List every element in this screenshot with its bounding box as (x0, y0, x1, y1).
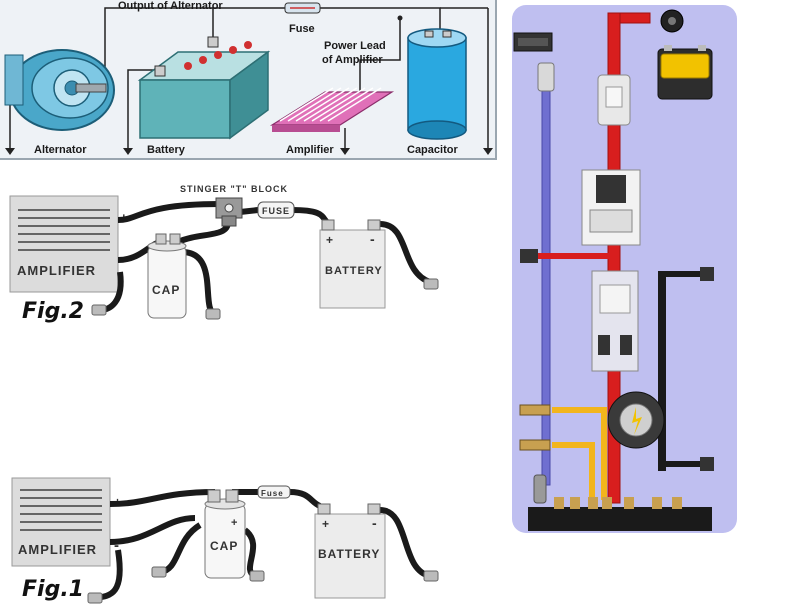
output-wire (104, 7, 285, 80)
figure-2-diagram: AMPLIFIER + - STINGER "T" BLOCK FUSE (0, 182, 470, 332)
alternator-circuit-diagram: Output of Alternator Fuse Power Lead of … (0, 0, 497, 160)
fig1-cap-ground-wire (159, 522, 202, 575)
fig2-svg: AMPLIFIER + - STINGER "T" BLOCK FUSE (9, 184, 439, 324)
fuse-icon (284, 2, 321, 14)
distribution-block-icon (581, 169, 641, 246)
fuse-label: Fuse (289, 23, 315, 35)
fig2-battery-label: BATTERY (325, 265, 383, 277)
fig1-ground-lug (249, 570, 265, 582)
fig1-cap-label: CAP (210, 539, 238, 553)
fig2-battery-ground-wire (379, 221, 432, 285)
fig1-label: Fig.1 (22, 577, 84, 602)
fig1-amp-to-cap-wire (109, 489, 216, 507)
install-photo-svg (513, 9, 714, 531)
fig2-capacitor-icon (147, 233, 187, 319)
fuse-block-icon (591, 270, 639, 372)
fig1-ground-lug (87, 592, 103, 604)
fig2-battery-minus: - (370, 231, 376, 247)
fig2-t-block-label: STINGER "T" BLOCK (180, 184, 288, 194)
fig1-svg: AMPLIFIER + - + CAP Fuse (11, 477, 439, 604)
capacitor-label: Capacitor (407, 144, 458, 156)
output-of-alternator-label: Output of Alternator (118, 0, 223, 12)
power-lead-label-line2: of Amplifier (322, 54, 383, 66)
fig1-battery-label: BATTERY (318, 547, 380, 561)
fig2-amplifier-label: AMPLIFIER (17, 263, 96, 278)
fig2-battery-icon (319, 219, 386, 309)
remote-wire (541, 64, 551, 486)
fig2-ground-lug (205, 308, 221, 320)
capacitor-meter-icon (607, 391, 665, 449)
battery-ground-wire (127, 69, 158, 150)
fig2-battery-plus: + (326, 233, 334, 247)
fig2-tblock-to-cap-wire (176, 221, 231, 245)
fig1-fuse-icon (257, 485, 291, 499)
fig2-amp-to-tblock-wire (117, 201, 221, 223)
amplifier-icon (269, 87, 395, 132)
fig1-battery-ground-wire (379, 507, 431, 579)
battery-icon (137, 36, 271, 140)
stinger-t-block-icon (215, 197, 243, 227)
fig2-cap-label: CAP (152, 283, 180, 297)
fig1-amplifier-box (11, 477, 111, 567)
power-lead-label-line1: Power Lead (324, 40, 386, 52)
alternator-icon (4, 49, 115, 131)
fuse-to-capacitor-wire (320, 7, 441, 30)
install-photo-panel (512, 5, 737, 533)
fig2-label: Fig.2 (22, 299, 84, 324)
amplifier-terminal-strip (528, 507, 712, 531)
amplifier-box (9, 195, 119, 293)
alternator-circuit-svg: Output of Alternator Fuse Power Lead of … (4, 0, 493, 156)
speaker-wire-yellow (552, 407, 607, 500)
power-lead-wire (359, 18, 401, 95)
fig1-fuse-to-battery-wire (289, 489, 322, 509)
fig1-ground-lug (151, 566, 167, 578)
battery-label: Battery (147, 144, 186, 156)
fig1-amplifier-label: AMPLIFIER (18, 542, 97, 557)
fig1-ground-lug (423, 570, 439, 582)
fig2-fuse-icon (257, 201, 295, 219)
fig1-capacitor-icon (204, 489, 246, 579)
fig1-battery-icon (314, 503, 386, 599)
optima-battery-icon (657, 45, 713, 100)
fig2-ground-lug (423, 278, 439, 290)
amplifier-label: Amplifier (286, 144, 334, 156)
fig1-amp-minus: - (114, 537, 120, 554)
fig1-fuse-label: Fuse (261, 489, 284, 498)
fig1-battery-minus: - (372, 515, 378, 531)
fig2-fuse-label: FUSE (262, 206, 290, 216)
fig1-cap-plus: + (231, 517, 238, 529)
figure-1-diagram: AMPLIFIER + - + CAP Fuse (0, 470, 470, 613)
alternator-label: Alternator (34, 144, 87, 156)
fig2-ground-lug (91, 304, 107, 316)
fig1-amp-to-cap-neg-wire (109, 515, 196, 545)
fig2-cap-ground-wire (181, 249, 217, 317)
capacitor-icon (407, 28, 467, 140)
fig1-battery-plus: + (322, 517, 330, 531)
